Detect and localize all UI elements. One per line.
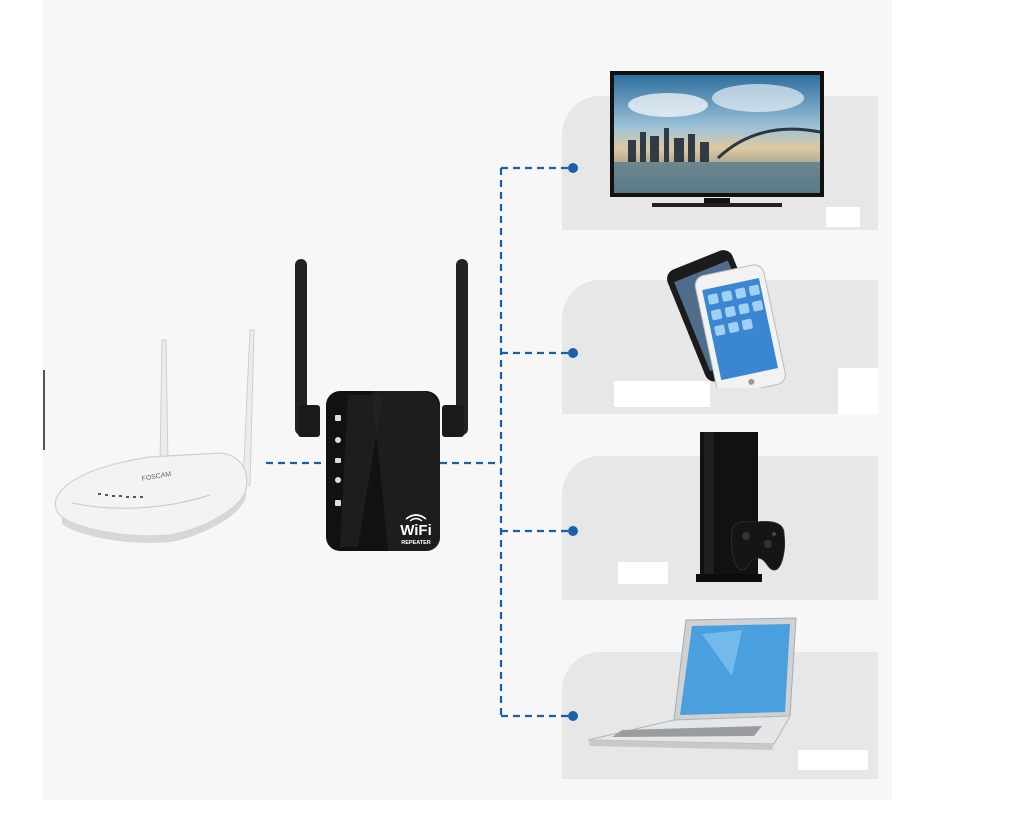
smartphone-icon [667,250,786,388]
card-smartphone-notch [838,368,878,414]
node-console-dot [568,526,578,536]
wifi-repeater-icon: WiFi REPEATER [295,259,468,551]
repeater-wifi-label: WiFi [400,522,432,539]
laptop-icon [587,617,797,750]
node-tv-dot [568,163,578,173]
node-smartphone-dot [568,348,578,358]
text-cursor [43,370,45,450]
node-laptop-dot [568,711,578,721]
game-console-icon [696,432,785,582]
card-console-label [618,562,668,584]
repeater-sub-label: REPEATER [401,540,431,546]
card-smartphone-label [614,381,710,407]
router-icon: FOSCAM [54,329,255,543]
card-tv-label [826,207,860,227]
tv-icon [610,71,824,207]
card-laptop-label [798,750,868,770]
